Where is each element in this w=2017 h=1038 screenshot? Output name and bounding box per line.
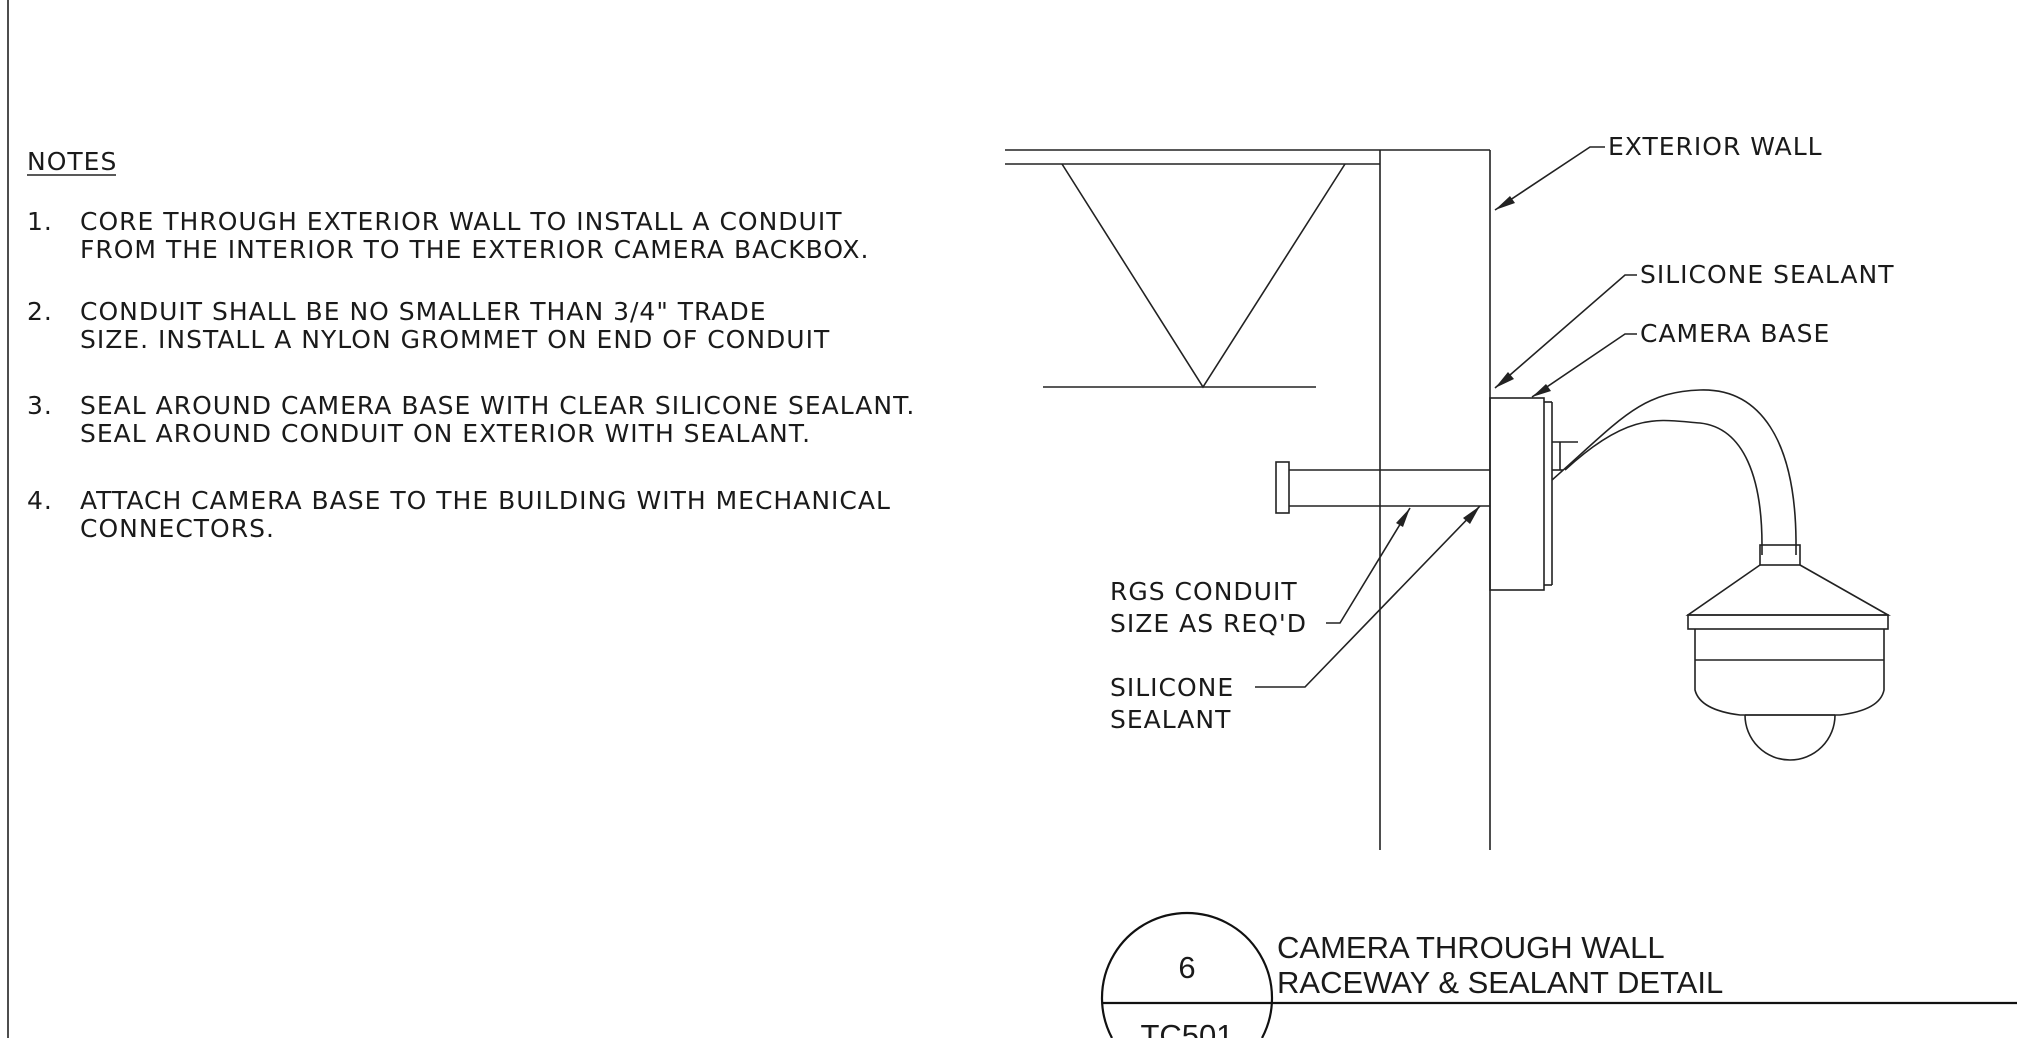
leader-arrowhead (1495, 372, 1514, 388)
callout-label: EXTERIOR WALL (1608, 132, 1823, 161)
note-line: CONNECTORS. (80, 514, 275, 543)
camera-housing-top (1685, 564, 1892, 616)
note-item-1: 1. CORE THROUGH EXTERIOR WALL TO INSTALL… (27, 207, 870, 264)
note-line: CORE THROUGH EXTERIOR WALL TO INSTALL A … (80, 207, 842, 236)
leader-arrowhead (1463, 506, 1480, 524)
conduit-grommet (1275, 461, 1290, 514)
note-number: 4. (27, 486, 53, 515)
callout-exterior-wall: EXTERIOR WALL (1494, 132, 1823, 211)
leader-line (1494, 274, 1637, 389)
sheet-reference: TC501 (1140, 1018, 1233, 1038)
notes-block: NOTES 1. CORE THROUGH EXTERIOR WALL TO I… (27, 147, 915, 543)
detail-title-line-2: RACEWAY & SEALANT DETAIL (1277, 965, 1723, 1000)
detail-title-block: 6 TC501 CAMERA THROUGH WALL RACEWAY & SE… (1100, 911, 2017, 1038)
notes-heading: NOTES (27, 147, 117, 176)
note-item-2: 2. CONDUIT SHALL BE NO SMALLER THAN 3/4"… (27, 297, 830, 354)
detail-number: 6 (1178, 950, 1195, 985)
note-number: 1. (27, 207, 53, 236)
callout-label: SILICONE (1110, 673, 1234, 702)
note-line: ATTACH CAMERA BASE TO THE BUILDING WITH … (80, 486, 891, 515)
callout-label: SIZE AS REQ'D (1110, 609, 1307, 638)
note-item-4: 4. ATTACH CAMERA BASE TO THE BUILDING WI… (27, 486, 891, 543)
camera-housing-band (1687, 614, 1889, 630)
leader-line (1326, 507, 1411, 624)
detail-bubble (1100, 911, 1274, 1038)
camera-dome (1744, 714, 1836, 761)
leader-line (1255, 505, 1481, 688)
callout-label: CAMERA BASE (1640, 319, 1830, 348)
leader-arrowhead (1396, 508, 1410, 527)
detail-title-line-1: CAMERA THROUGH WALL (1277, 930, 1665, 965)
leader-arrowhead (1532, 384, 1551, 397)
break-symbol (1061, 163, 1346, 389)
note-number: 3. (27, 391, 53, 420)
callout-label: SILICONE SEALANT (1640, 260, 1894, 289)
callout-label: SEALANT (1110, 705, 1231, 734)
camera-neck (1759, 544, 1801, 566)
camera-assembly (1489, 389, 1892, 761)
callout-silicone-sealant-bottom: SILICONE SEALANT (1110, 505, 1481, 734)
note-line: SEAL AROUND CAMERA BASE WITH CLEAR SILIC… (80, 391, 915, 420)
callout-silicone-sealant-top: SILICONE SEALANT (1494, 260, 1894, 389)
note-line: SEAL AROUND CONDUIT ON EXTERIOR WITH SEA… (80, 419, 811, 448)
callout-rgs-conduit: RGS CONDUIT SIZE AS REQ'D (1110, 507, 1411, 638)
rgs-conduit (1275, 461, 1490, 514)
leader-line (1494, 146, 1605, 211)
note-number: 2. (27, 297, 53, 326)
camera-base (1489, 397, 1545, 591)
wall-section (1005, 149, 1491, 850)
leader-line (1531, 333, 1637, 398)
camera-housing-body (1694, 629, 1885, 716)
note-line: SIZE. INSTALL A NYLON GROMMET ON END OF … (80, 325, 830, 354)
mount-arm-inner (1564, 419, 1763, 555)
callout-camera-base: CAMERA BASE (1531, 319, 1830, 398)
note-item-3: 3. SEAL AROUND CAMERA BASE WITH CLEAR SI… (27, 391, 915, 448)
callout-label: RGS CONDUIT (1110, 577, 1298, 606)
note-line: FROM THE INTERIOR TO THE EXTERIOR CAMERA… (80, 235, 870, 264)
note-line: CONDUIT SHALL BE NO SMALLER THAN 3/4" TR… (80, 297, 767, 326)
leader-arrowhead (1495, 196, 1515, 210)
mount-arm-outer (1551, 389, 1797, 555)
